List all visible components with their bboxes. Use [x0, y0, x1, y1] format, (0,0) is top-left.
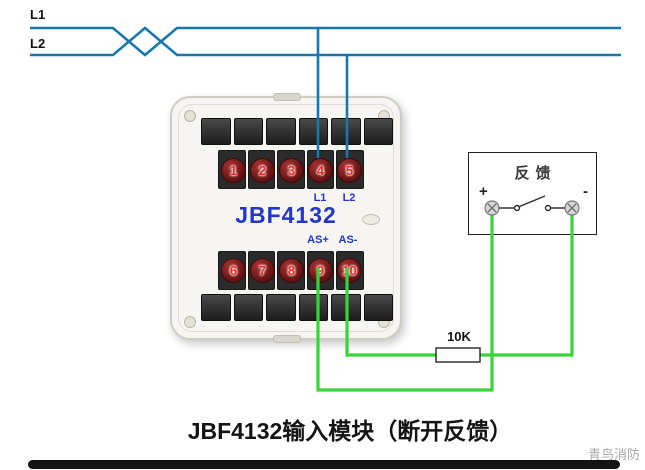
terminal-label-l1: L1	[313, 192, 327, 204]
feedback-device-box: 反馈 + -	[468, 152, 597, 235]
mounting-hole	[184, 316, 196, 328]
top-terminal-block-row	[201, 118, 393, 145]
terminal-screw-4: 4	[308, 158, 333, 183]
terminal-label-l2: L2	[342, 192, 356, 204]
terminal-screw-1: 1	[221, 158, 246, 183]
terminal-label-as-minus: AS-	[338, 234, 358, 246]
bus-label-l2: L2	[30, 36, 46, 51]
terminal-screw-9: 9	[308, 258, 333, 283]
feedback-minus-sign: -	[583, 183, 588, 200]
feedback-title: 反馈	[514, 165, 557, 182]
module-bottom-tab	[273, 335, 301, 343]
feedback-plus-sign: +	[479, 183, 488, 200]
bottom-bar	[28, 460, 620, 469]
terminal-label-as-plus: AS+	[307, 234, 329, 246]
terminal-screw-5: 5	[337, 158, 362, 183]
bus-line-l1	[30, 26, 621, 57]
watermark: 青鸟消防	[587, 447, 640, 462]
terminal-screw-7: 7	[250, 258, 275, 283]
jbf4132-module: 1 2 3 4 5 L1 L2 JBF4132 AS+ AS- 6 7 8 9 …	[170, 93, 402, 343]
bus-line-l2	[30, 26, 621, 57]
module-top-tab	[273, 93, 301, 101]
terminal-screw-3: 3	[279, 158, 304, 183]
terminal-screw-2: 2	[250, 158, 275, 183]
terminal-screw-10: 10	[337, 258, 362, 283]
terminal-screw-6: 6	[221, 258, 246, 283]
diagram-caption: JBF4132输入模块（断开反馈）	[187, 418, 513, 444]
terminal-screw-8: 8	[279, 258, 304, 283]
bottom-terminal-block-row	[201, 294, 393, 321]
mounting-hole	[184, 110, 196, 122]
bus-label-l1: L1	[30, 7, 46, 22]
resistor-body	[435, 347, 481, 363]
oval-hole	[362, 214, 380, 225]
resistor-value-label: 10K	[447, 329, 471, 344]
